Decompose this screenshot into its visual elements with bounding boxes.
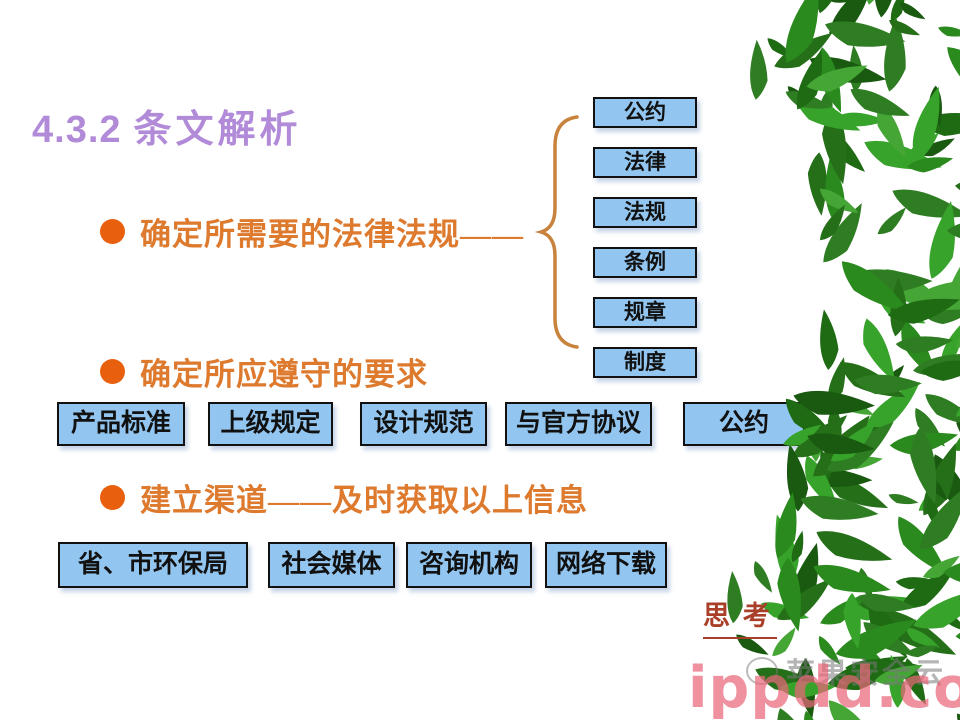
channel-box: 社会媒体 [268,542,395,588]
law-type-box: 条例 [593,247,697,278]
bullet-channels-label: 建立渠道——及时获取以上信息 [140,483,588,518]
bullet-requirements-label: 确定所应遵守的要求 [140,357,428,392]
requirement-box: 公约 [683,402,805,446]
title-number: 4.3.2 [32,109,122,151]
law-type-box: 法规 [593,197,697,228]
law-type-box: 公约 [593,97,697,128]
requirement-box: 与官方协议 [505,402,652,446]
requirement-box: 设计规范 [360,402,487,446]
bullet-dot-icon [100,359,125,384]
bullet-laws: 确定所需要的法律法规—— [100,209,524,254]
site-watermark: ippdd.com [688,655,960,720]
faint-watermark-logo-icon [746,657,778,685]
law-type-box: 规章 [593,297,697,328]
think-link[interactable]: 思 考 [703,594,777,639]
requirement-box: 产品标准 [57,402,185,446]
channel-box: 省、市环保局 [58,542,248,588]
channel-box: 网络下载 [545,542,667,588]
bullet-dot-icon [100,219,125,244]
requirement-box: 上级规定 [208,402,333,446]
bullet-requirements: 确定所应遵守的要求 [100,349,428,394]
law-type-box: 制度 [593,347,697,378]
bullet-laws-label: 确定所需要的法律法规—— [140,217,524,252]
page-title: 4.3.2 条文解析 [32,98,302,153]
title-text: 条文解析 [133,109,302,151]
curly-brace-connector [534,115,579,349]
channel-box: 咨询机构 [406,542,532,588]
law-type-box: 法律 [593,147,697,178]
bullet-channels: 建立渠道——及时获取以上信息 [100,475,588,520]
faint-watermark-text: 苹果安全云 [786,658,947,690]
faint-watermark: 苹果安全云 [746,650,946,692]
bullet-dot-icon [100,485,125,510]
